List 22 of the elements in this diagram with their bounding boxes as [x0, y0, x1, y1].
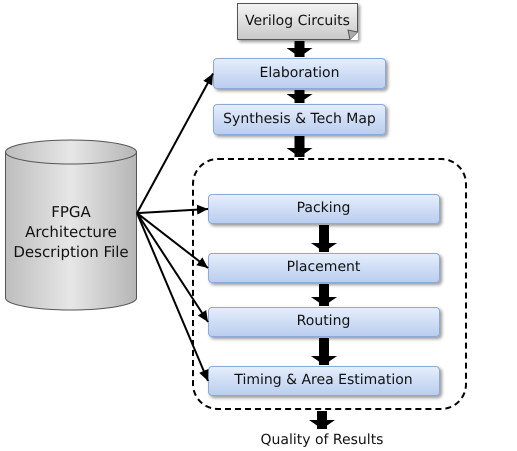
block-arrow [311, 284, 337, 306]
arrow [136, 204, 208, 215]
block-arrow [311, 225, 337, 252]
arrow [136, 212, 209, 269]
arrow [136, 212, 209, 323]
output-label: Quality of Results [245, 430, 399, 451]
dashed-region [192, 158, 467, 410]
process-box: Synthesis & Tech Map [213, 104, 386, 135]
block-arrow [309, 411, 335, 429]
process-box: Timing & Area Estimation [208, 366, 440, 396]
document-shape: Verilog Circuits [237, 3, 358, 40]
arrow [136, 212, 209, 382]
block-arrow [286, 136, 312, 157]
process-box: Routing [208, 306, 440, 336]
block-arrow [311, 338, 337, 365]
block-arrow [286, 41, 312, 57]
process-box: Elaboration [213, 58, 386, 89]
process-box: Packing [208, 194, 440, 224]
database-cylinder: FPGA Architecture Description File [5, 140, 137, 310]
arrow [136, 73, 214, 214]
block-arrow [286, 90, 312, 103]
process-box: Placement [208, 252, 440, 282]
